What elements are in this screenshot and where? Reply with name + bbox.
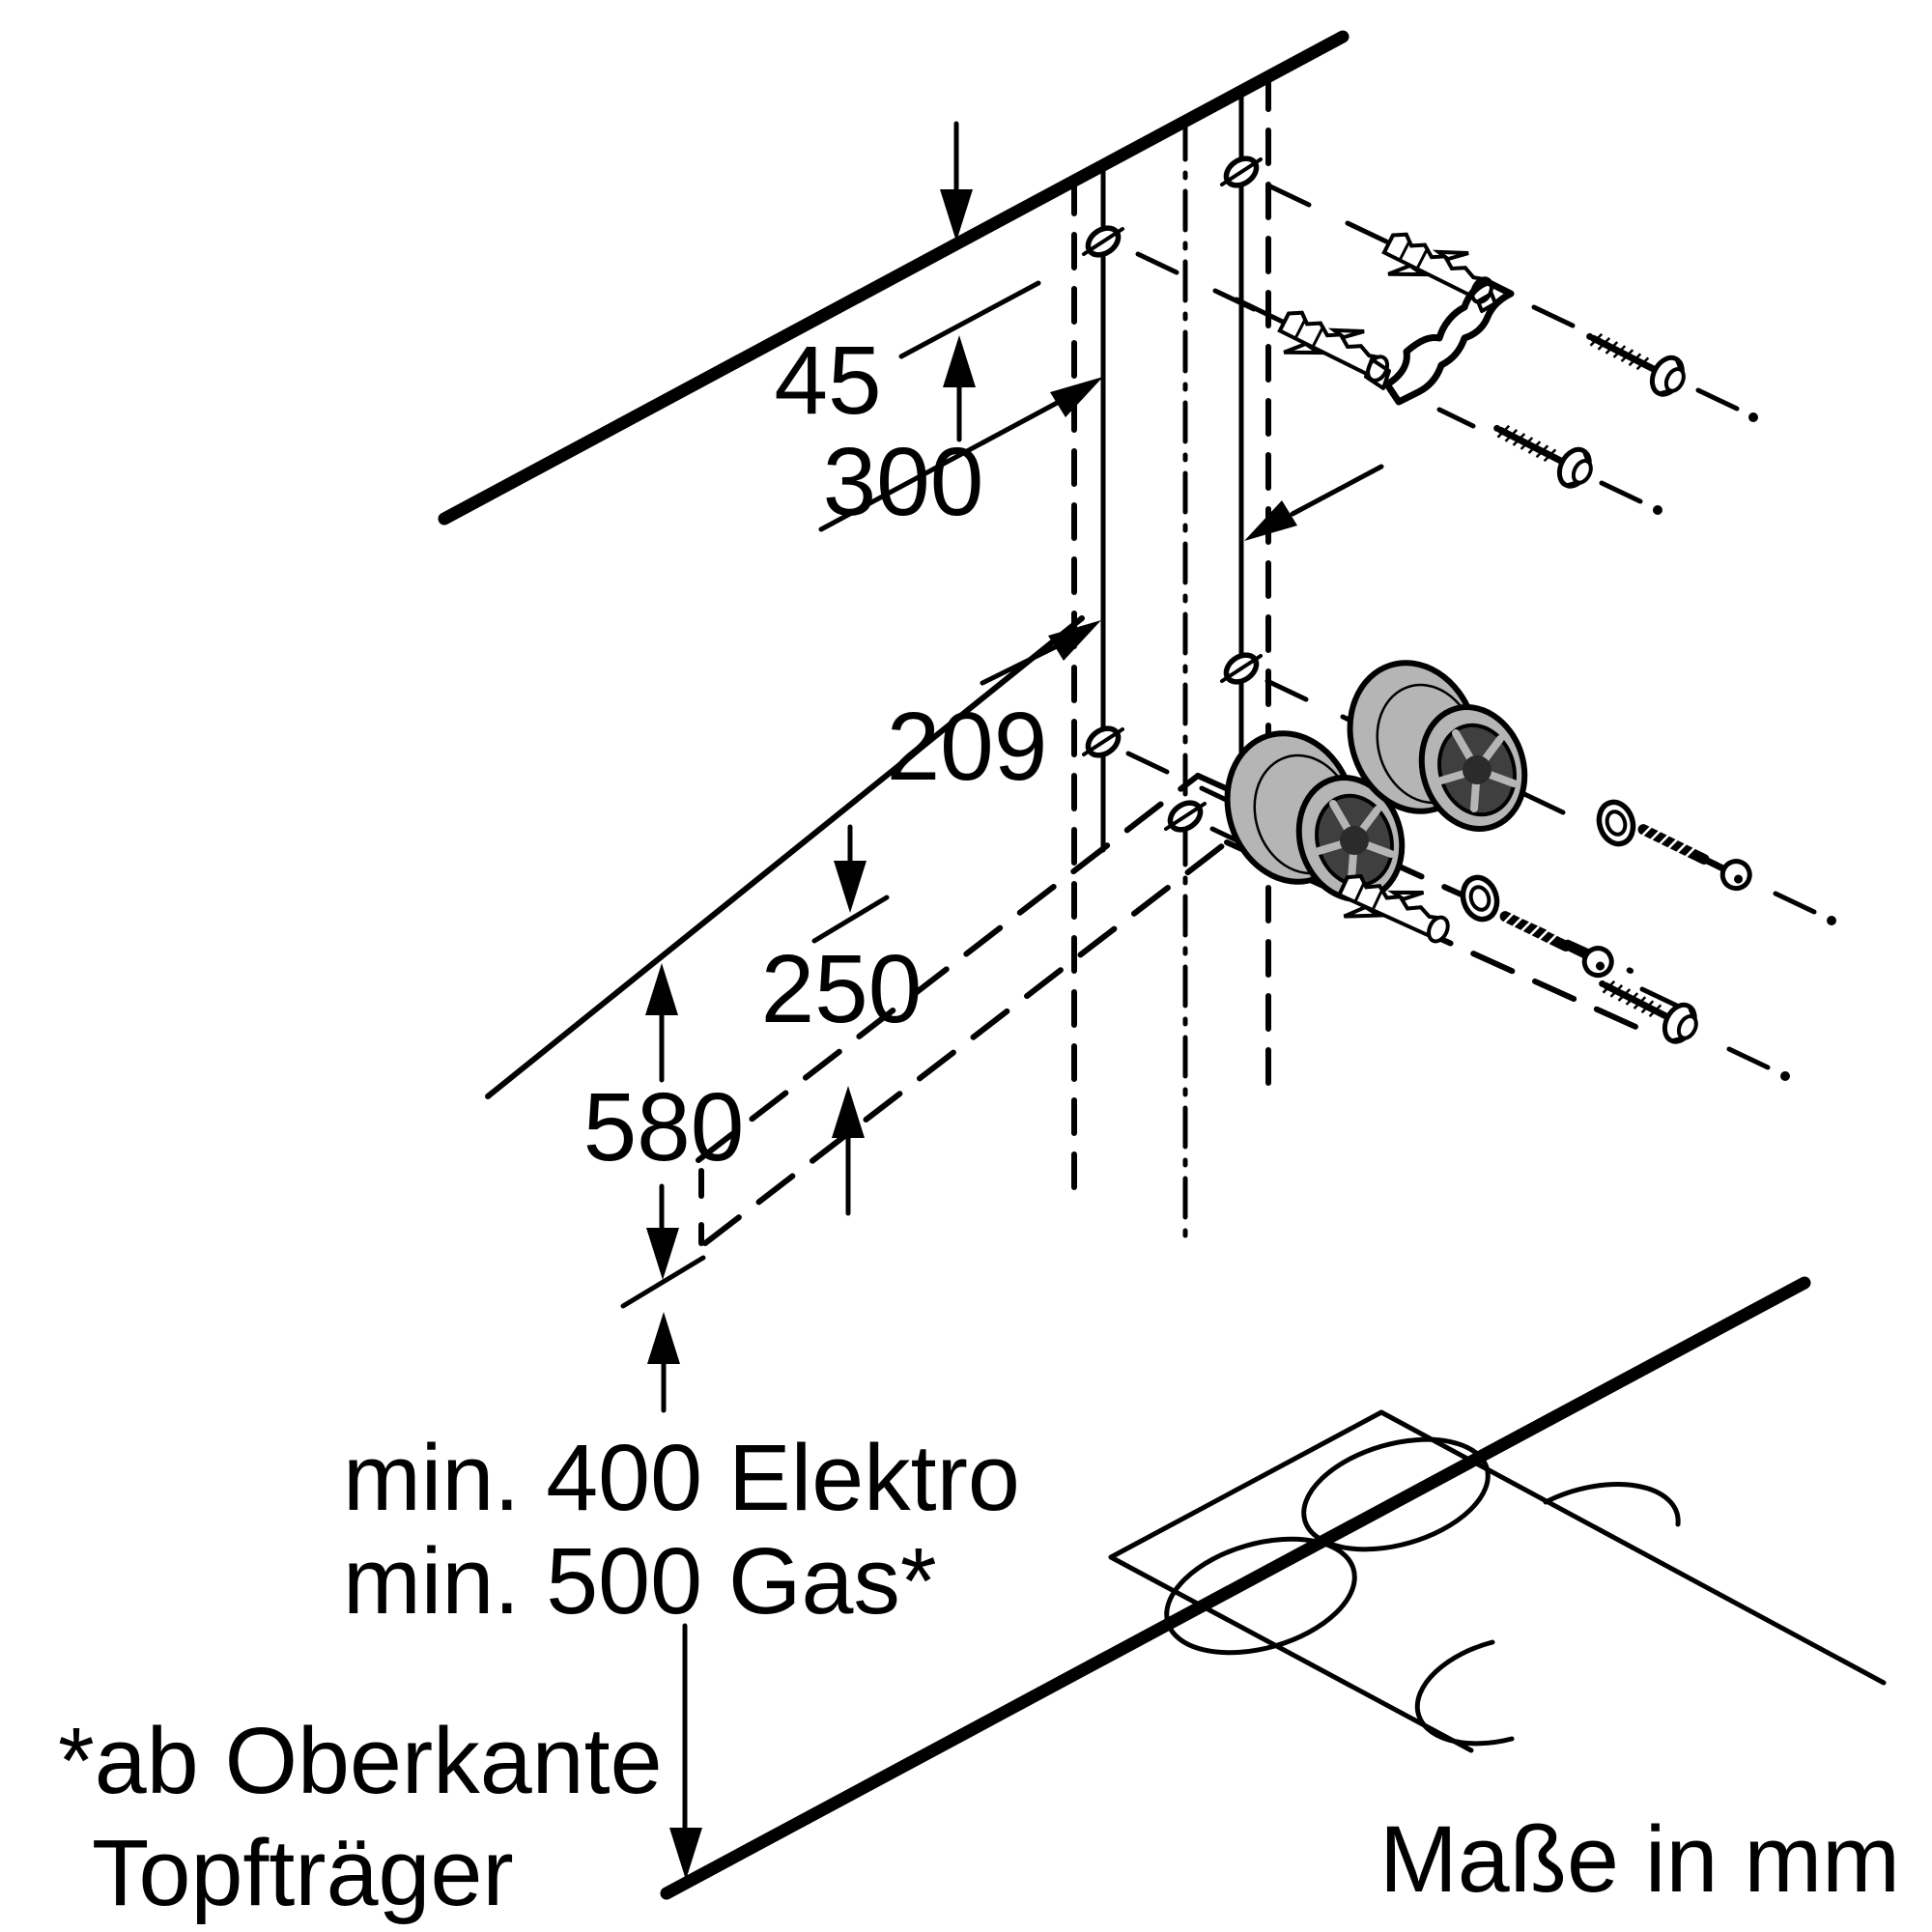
burner-right-partial bbox=[1543, 1482, 1681, 1527]
exploded-leader-lines bbox=[1125, 184, 1817, 1070]
dim-45-label: 45 bbox=[774, 327, 881, 435]
washer-right bbox=[1594, 798, 1638, 848]
dimension-580: 580 bbox=[583, 963, 745, 1309]
burner-back bbox=[1301, 1436, 1491, 1552]
wall-plug-upper bbox=[1374, 216, 1504, 322]
hanger-bolt-lower bbox=[1499, 904, 1616, 980]
screw-lower bbox=[1485, 410, 1598, 493]
washer-left bbox=[1458, 873, 1502, 923]
footnote-line2: Topfträger bbox=[92, 1820, 514, 1925]
dimension-45: 45 bbox=[774, 121, 1041, 442]
wall-bottom-edge bbox=[660, 1276, 1811, 1900]
dim-300-label: 300 bbox=[823, 428, 984, 536]
footnote-line1: *ab Oberkante bbox=[58, 1708, 663, 1813]
hole-upper-left bbox=[1082, 225, 1124, 258]
screw-upper bbox=[1577, 318, 1690, 401]
leader-dot bbox=[1653, 505, 1662, 515]
hole-upper-right bbox=[1220, 156, 1263, 188]
dim-580-label: 580 bbox=[583, 1073, 745, 1181]
leader-dot bbox=[1780, 1071, 1790, 1081]
wall-top-edge bbox=[438, 30, 1350, 526]
dimension-209: 209 bbox=[887, 620, 1101, 801]
dimension-300: 300 bbox=[818, 377, 1384, 541]
leader-dot bbox=[1827, 916, 1836, 925]
cooktop bbox=[1108, 1409, 1887, 1753]
clearance-gas-label: min. 500 Gas* bbox=[343, 1528, 937, 1634]
leader-dot bbox=[1748, 412, 1758, 422]
clearance-elektro-label: min. 400 Elektro bbox=[343, 1425, 1020, 1530]
hole-lower-left bbox=[1082, 725, 1124, 758]
units-note: Maße in mm bbox=[1379, 1806, 1900, 1912]
burner-bottom-partial bbox=[1414, 1639, 1515, 1747]
dimension-min-clearance: min. 400 Elektro min. 500 Gas* bbox=[343, 1312, 1020, 1880]
hole-lower-right bbox=[1220, 652, 1263, 685]
mounting-bracket bbox=[1364, 278, 1515, 406]
dimension-250: 250 bbox=[761, 824, 923, 1216]
burner-front-left bbox=[1164, 1536, 1357, 1656]
dim-209-label: 209 bbox=[887, 693, 1048, 801]
wall-plug-lower bbox=[1269, 295, 1400, 400]
screw-bottom bbox=[1590, 965, 1703, 1048]
mounting-holes bbox=[1082, 156, 1263, 833]
dim-250-label: 250 bbox=[761, 935, 923, 1043]
hood-top-reference-line bbox=[485, 615, 1085, 1099]
hanger-bolt-upper bbox=[1637, 817, 1754, 893]
hole-centre bbox=[1164, 800, 1207, 833]
